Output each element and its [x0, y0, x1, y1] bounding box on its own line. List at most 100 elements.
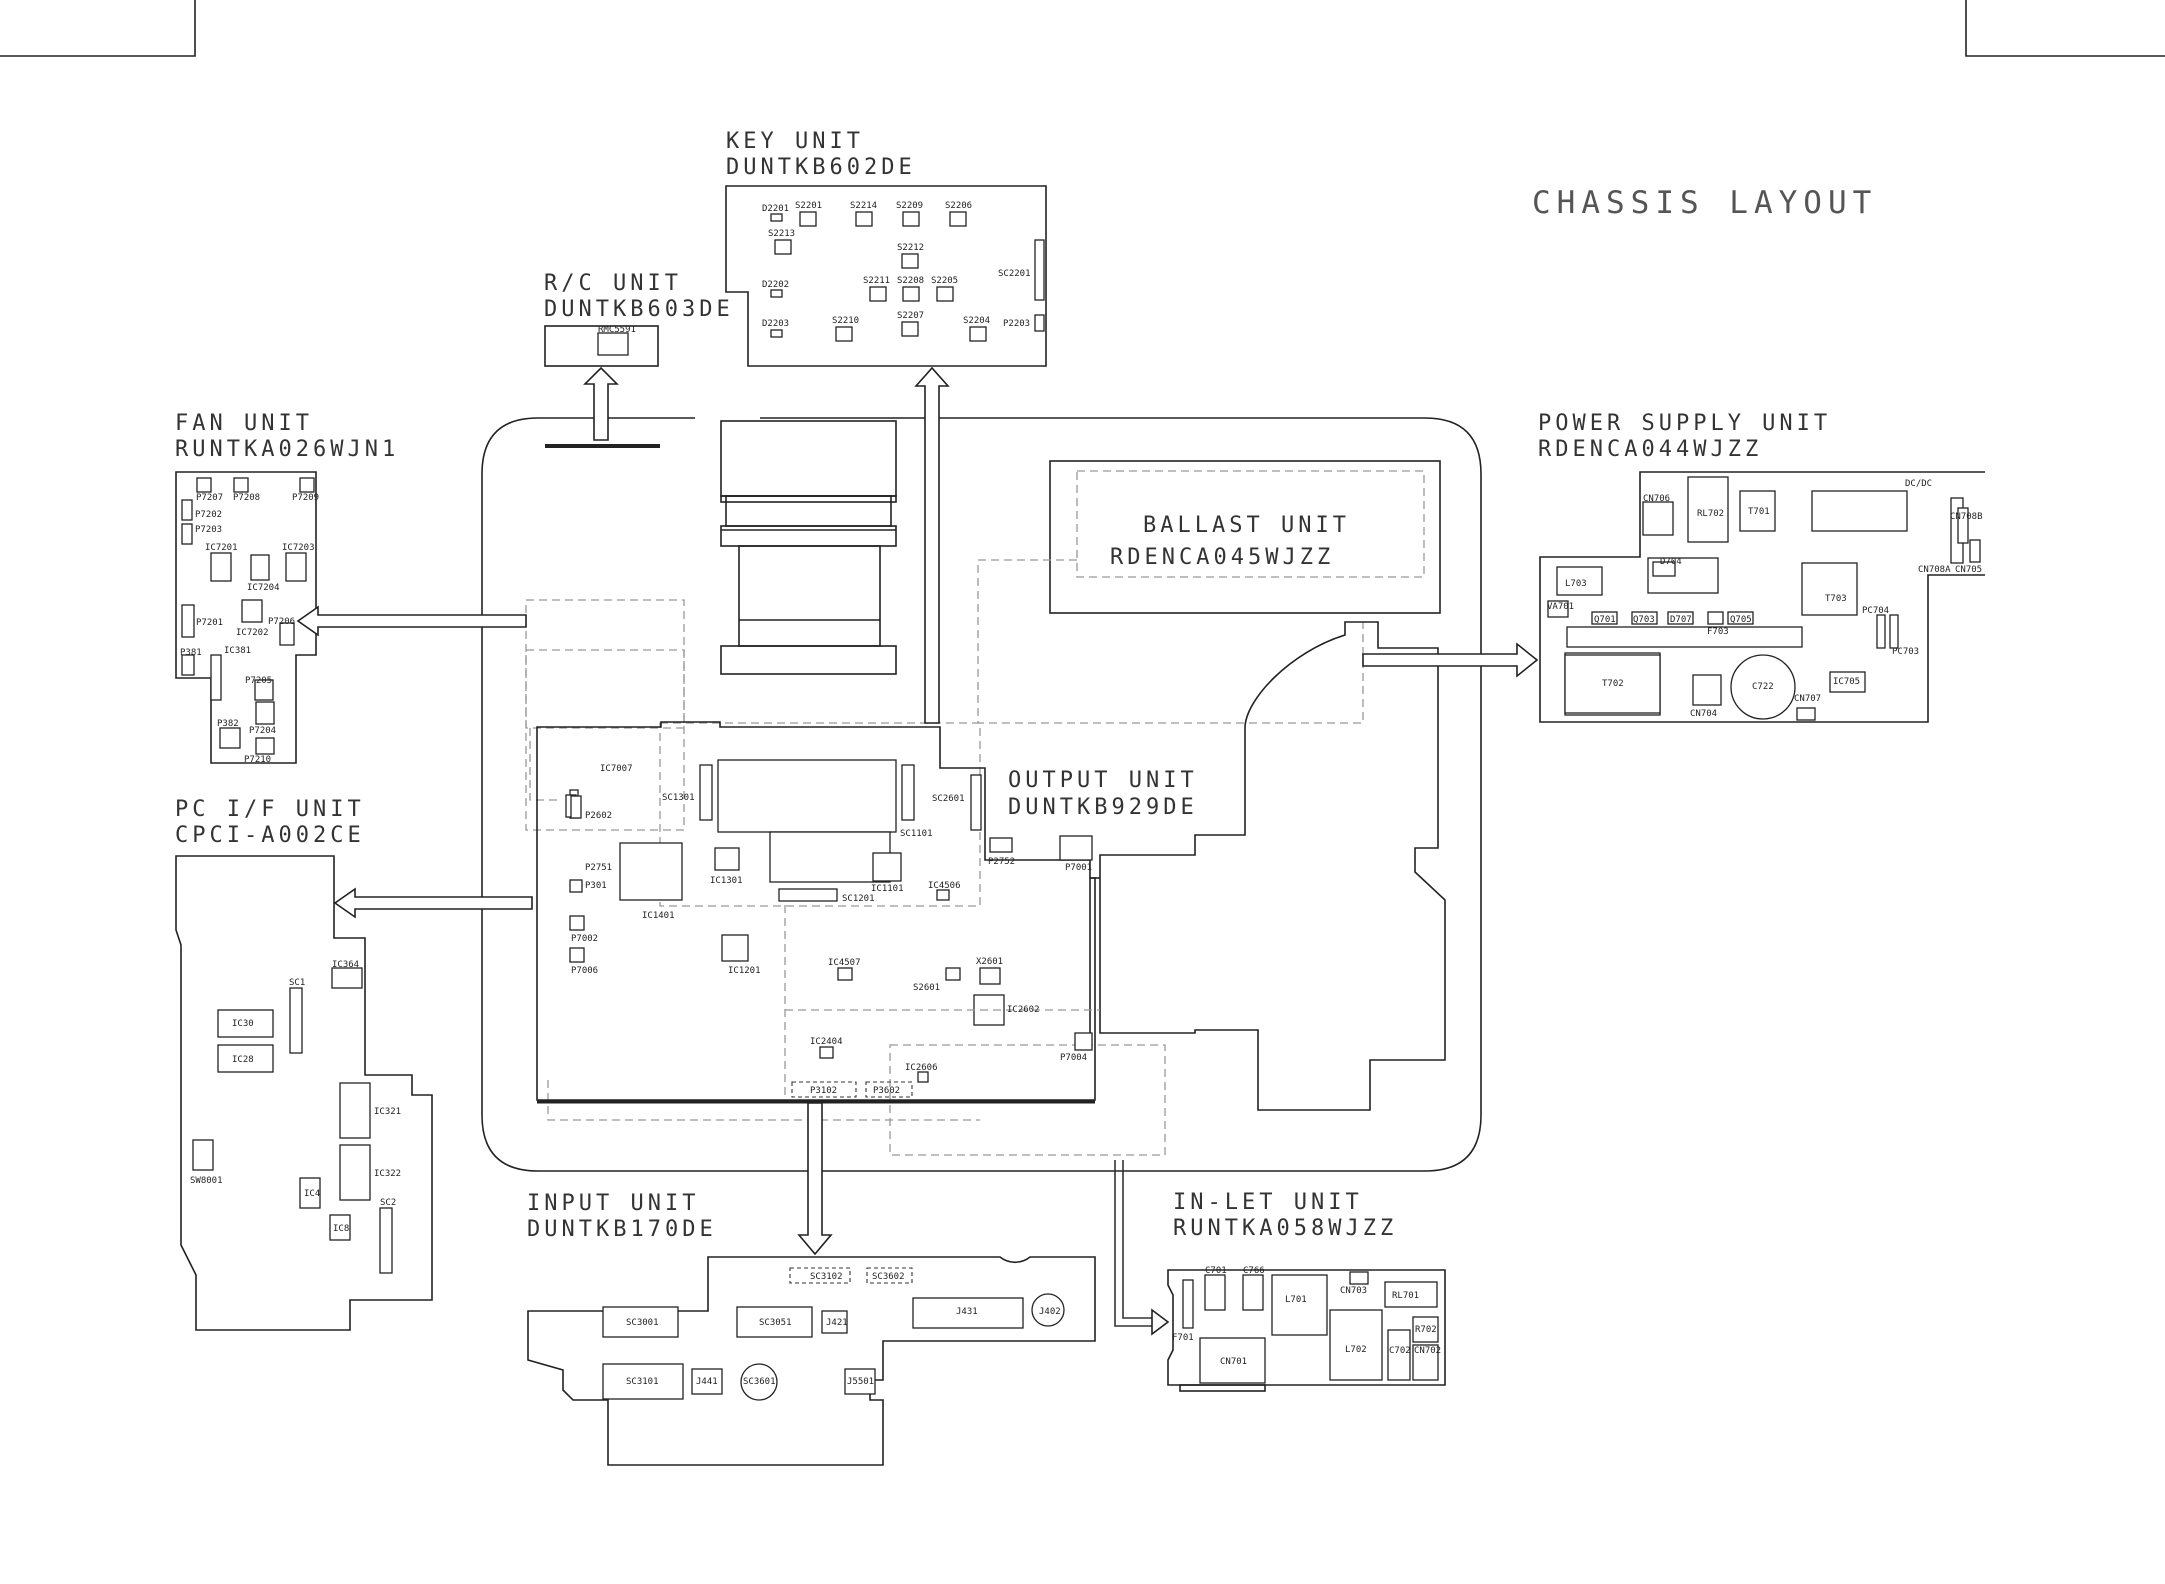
ref-sc1: SC1	[289, 978, 305, 988]
ref-q703: Q703	[1633, 615, 1655, 625]
fan-unit-code: RUNTKA026WJN1	[175, 437, 399, 462]
key-unit: KEY UNIT DUNTKB602DE D2201 S2201 S2214 S…	[725, 129, 1047, 367]
key-unit-name: KEY UNIT	[726, 129, 864, 154]
ref-d2202: D2202	[762, 280, 789, 290]
ref-c722: C722	[1752, 682, 1774, 692]
ref-j441: J441	[696, 1377, 718, 1387]
ref-p7001: P7001	[1065, 863, 1092, 873]
ref-s2214: S2214	[850, 201, 877, 211]
ref-rl701: RL701	[1392, 1291, 1419, 1301]
ref-s2212: S2212	[897, 243, 924, 253]
connection-arrows	[296, 366, 1539, 1336]
power-supply-unit: POWER SUPPLY UNIT RDENCA044WJZZ DC/DC CN…	[1538, 411, 1985, 723]
ref-pc704: PC704	[1862, 606, 1889, 616]
ref-s2207: S2207	[897, 311, 924, 321]
ref-p2203: P2203	[1003, 319, 1030, 329]
ref-ic7007: IC7007	[600, 764, 633, 774]
ref-ic4506: IC4506	[928, 881, 961, 891]
ref-ic2606: IC2606	[905, 1063, 938, 1073]
ref-ic7203: IC7203	[282, 543, 315, 553]
ref-p7002: P7002	[571, 934, 598, 944]
power-unit-code: RDENCA044WJZZ	[1538, 437, 1762, 462]
ref-d2203: D2203	[762, 319, 789, 329]
chassis-outline	[481, 417, 1482, 1172]
ref-p7208: P7208	[233, 493, 260, 503]
ref-l703: L703	[1565, 579, 1587, 589]
ref-ic1201: IC1201	[728, 966, 761, 976]
ref-ic321: IC321	[374, 1107, 401, 1117]
ref-sc2201: SC2201	[998, 269, 1031, 279]
ref-p381: P381	[180, 648, 202, 658]
ref-s2204: S2204	[963, 316, 990, 326]
ref-va701: VA701	[1547, 602, 1574, 612]
output-board: IC7007 P2602 SC1301 SC2601 SC1101 P2752 …	[536, 721, 1198, 1104]
ref-sc3051: SC3051	[759, 1318, 792, 1328]
ref-s2209: S2209	[896, 201, 923, 211]
ref-s2211: S2211	[863, 276, 890, 286]
ref-cn704: CN704	[1690, 709, 1717, 719]
ref-ic705: IC705	[1833, 677, 1860, 687]
rc-unit-code: DUNTKB603DE	[544, 297, 734, 322]
ref-t703: T703	[1825, 594, 1847, 604]
ref-cn708b: CN708B	[1950, 512, 1983, 522]
pcif-unit-name: PC I/F UNIT	[175, 797, 365, 822]
ref-ic1401: IC1401	[642, 911, 675, 921]
ref-l701: L701	[1285, 1295, 1307, 1305]
ref-ic30: IC30	[232, 1019, 254, 1029]
output-unit-code: DUNTKB929DE	[1008, 795, 1198, 820]
fan-unit-name: FAN UNIT	[175, 411, 313, 436]
ref-p7204: P7204	[249, 726, 276, 736]
pcif-unit-code: CPCI-A002CE	[175, 823, 365, 848]
ref-q701: Q701	[1594, 615, 1616, 625]
lamp-housing	[1089, 621, 1446, 1111]
ref-j421: J421	[826, 1318, 848, 1328]
ref-sc2601: SC2601	[932, 794, 965, 804]
ref-sc3601: SC3601	[743, 1377, 776, 1387]
key-unit-code: DUNTKB602DE	[726, 155, 916, 180]
ref-cn705: CN705	[1955, 565, 1982, 575]
ref-ic381: IC381	[224, 646, 251, 656]
ref-t702: T702	[1602, 679, 1624, 689]
ref-ic4507: IC4507	[828, 958, 861, 968]
ref-sc1201: SC1201	[842, 894, 875, 904]
page-title: CHASSIS LAYOUT	[1532, 185, 1877, 221]
inlet-unit-code: RUNTKA058WJZZ	[1173, 1216, 1397, 1241]
fan-unit: FAN UNIT RUNTKA026WJN1 P7207 P7208 P7209…	[175, 411, 399, 765]
ref-f701: F701	[1172, 1333, 1194, 1343]
ref-d2201: D2201	[762, 204, 789, 214]
ref-ic7204: IC7204	[247, 583, 280, 593]
rc-unit-name: R/C UNIT	[544, 271, 682, 296]
ref-sc3001: SC3001	[626, 1318, 659, 1328]
ref-ic2602: IC2602	[1007, 1005, 1040, 1015]
ballast-unit-name: BALLAST UNIT	[1143, 513, 1350, 538]
ref-p2602: P2602	[585, 811, 612, 821]
ref-p7205: P7205	[245, 676, 272, 686]
ref-s2201: S2201	[795, 201, 822, 211]
ref-p2752: P2752	[988, 857, 1015, 867]
ref-p2751: P2751	[585, 863, 612, 873]
ref-sc1101: SC1101	[900, 829, 933, 839]
inlet-unit-name: IN-LET UNIT	[1173, 1190, 1363, 1215]
ref-s2205: S2205	[931, 276, 958, 286]
ref-rl702: RL702	[1697, 509, 1724, 519]
ref-cn707: CN707	[1794, 694, 1821, 704]
internal-dashed-outlines	[525, 559, 1364, 1156]
ref-p7004: P7004	[1060, 1053, 1087, 1063]
ballast-unit-code: RDENCA045WJZZ	[1110, 545, 1334, 570]
ref-ic7202: IC7202	[236, 628, 269, 638]
ref-j402: J402	[1039, 1307, 1061, 1317]
ref-pc703: PC703	[1892, 647, 1919, 657]
ref-s2213: S2213	[768, 229, 795, 239]
ref-c701: C701	[1205, 1266, 1227, 1276]
ref-x2601: X2601	[976, 957, 1003, 967]
ref-ic7201: IC7201	[205, 543, 238, 553]
ref-ic8: IC8	[333, 1224, 349, 1234]
rc-unit: R/C UNIT DUNTKB603DE RMC5591	[544, 271, 734, 367]
ref-rmc5591: RMC5591	[598, 325, 636, 335]
ref-cn708a: CN708A	[1918, 565, 1951, 575]
ref-f703: F703	[1707, 627, 1729, 637]
ref-ic4: IC4	[304, 1189, 320, 1199]
power-unit-name: POWER SUPPLY UNIT	[1538, 411, 1831, 436]
ref-s2206: S2206	[945, 201, 972, 211]
